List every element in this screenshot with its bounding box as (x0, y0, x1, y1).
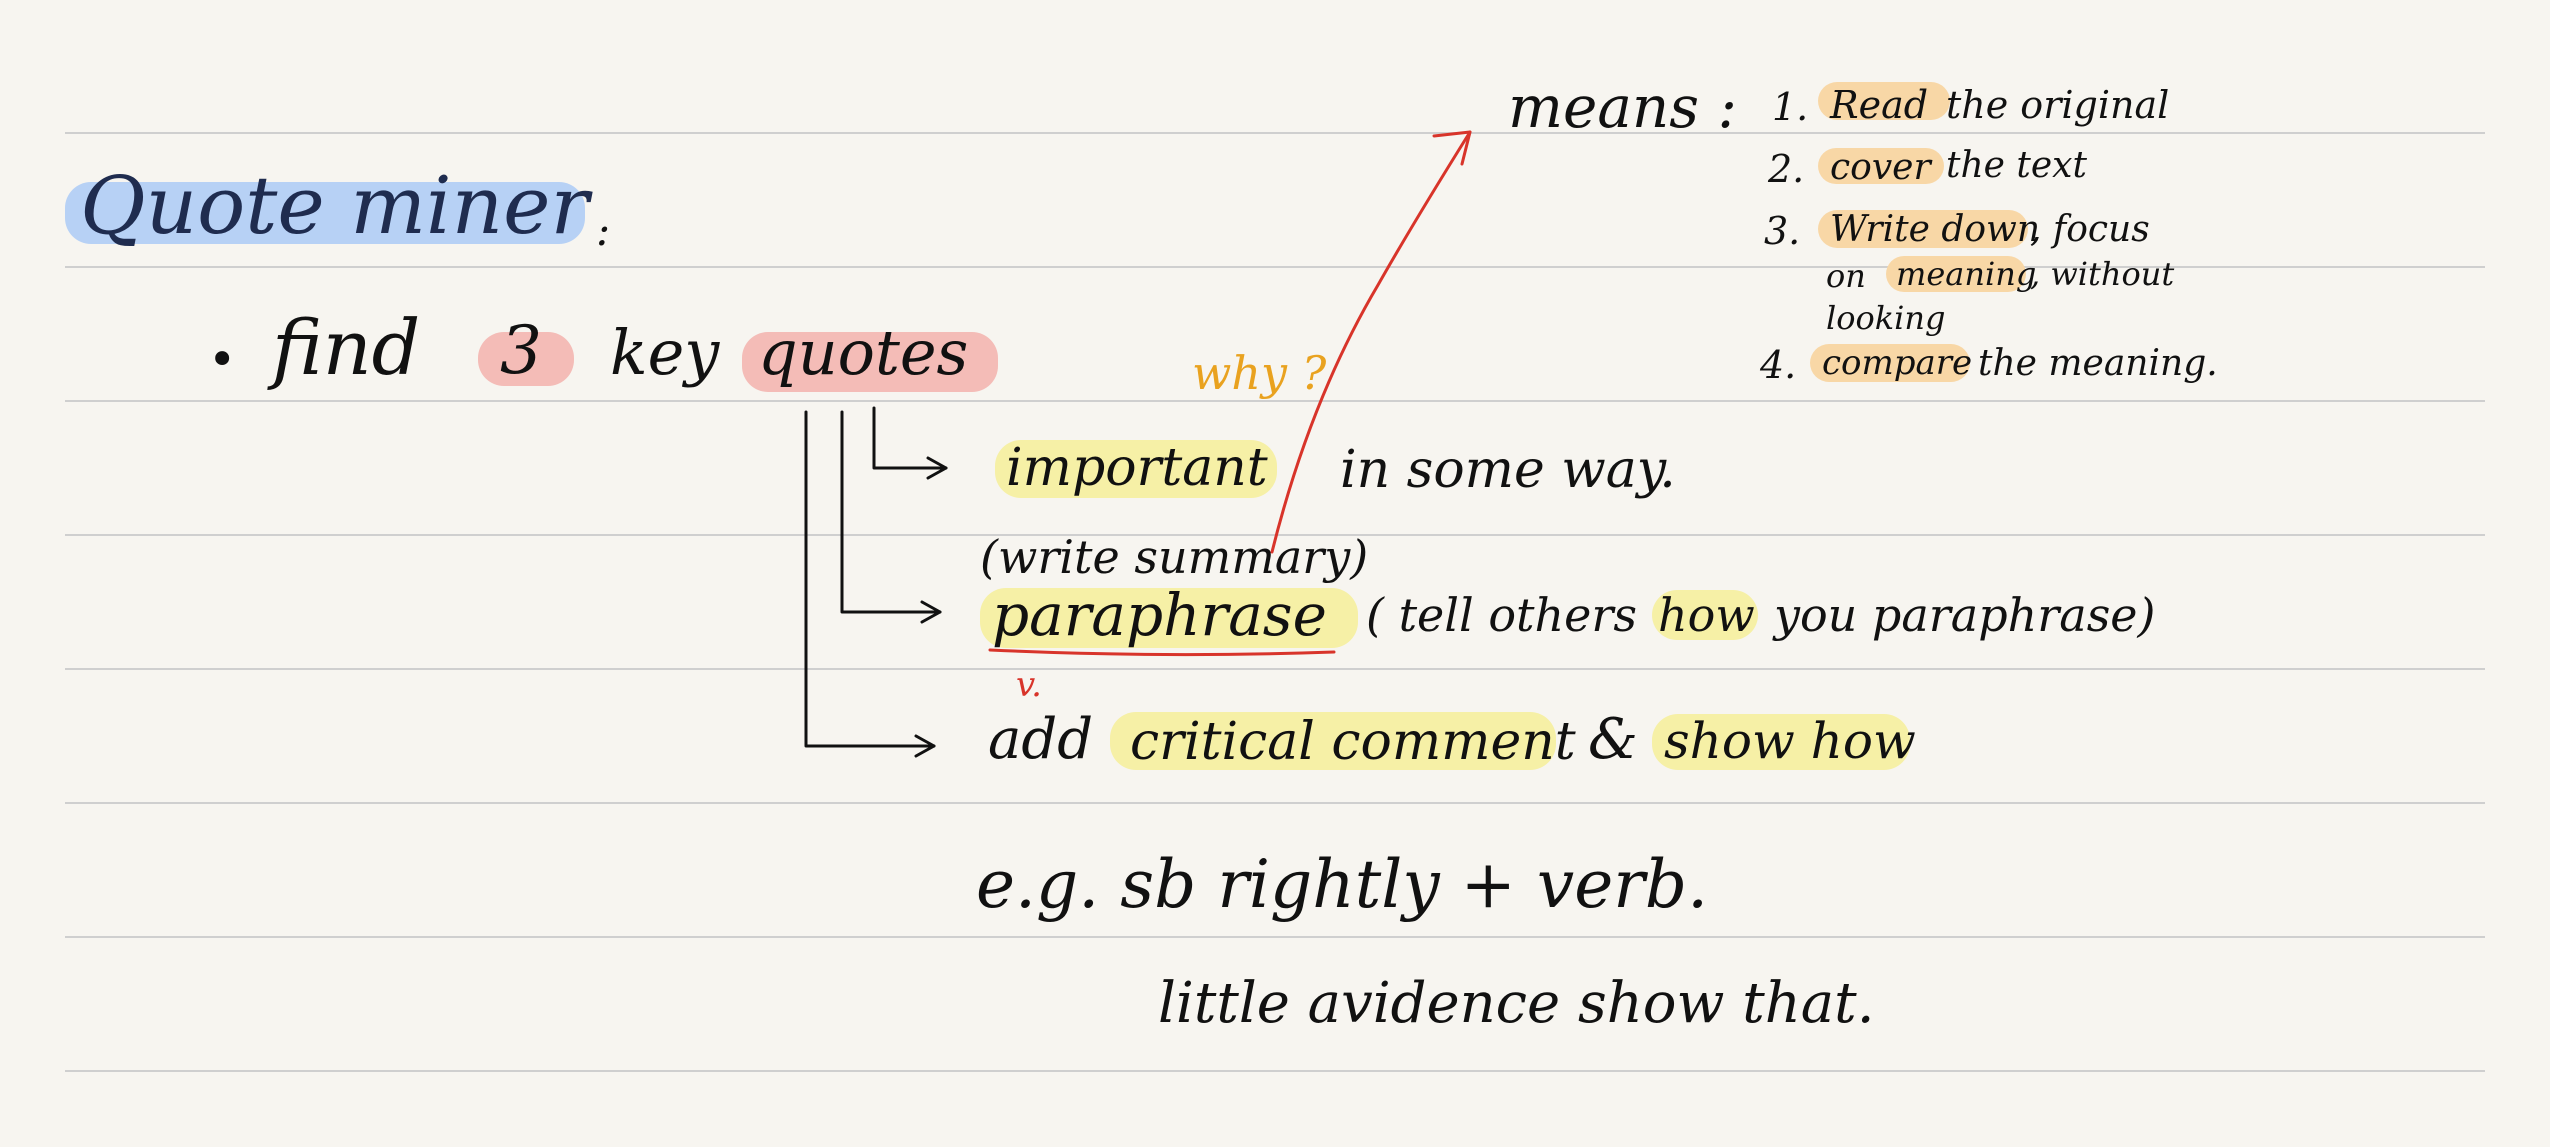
cover-highlight (1818, 148, 1944, 184)
critical-comment-highlight (1110, 712, 1556, 770)
page-title: Quote miner (80, 159, 589, 252)
means-step-3-looking: looking (1826, 299, 1946, 337)
means-step-2-key: cover (1830, 147, 1931, 188)
show-how-highlight (1652, 714, 1910, 770)
critical-comment-text: critical comment (1130, 712, 1576, 772)
bracket-lines (804, 406, 948, 758)
why-question: why ? (1192, 346, 1327, 400)
ruled-line (65, 132, 2485, 134)
paraphrase-underline (988, 648, 1336, 657)
arrow-critical (914, 734, 936, 758)
important-highlight (995, 440, 1277, 498)
paraphrase-note-how: how (1658, 588, 1755, 642)
example-line-1: e.g. sb rightly + verb. (976, 846, 1709, 923)
means-step-3-meaning: meaning (1896, 255, 2037, 293)
find-word: find (272, 303, 421, 392)
paraphrase-note-a: ( tell others (1366, 588, 1637, 642)
compare-highlight (1810, 344, 1970, 382)
bullet-dot: • (208, 332, 237, 388)
means-step-2-rest: the text (1946, 145, 2087, 186)
ruled-line (65, 936, 2485, 938)
ruled-line (65, 802, 2485, 804)
write-summary-note: (write summary) (980, 530, 1369, 584)
means-step-3-on: on (1826, 257, 1866, 295)
read-highlight (1818, 82, 1950, 120)
means-step-4-key: compare (1822, 343, 1973, 383)
write-down-highlight (1818, 210, 2028, 248)
how-highlight (1652, 590, 1758, 640)
means-step-3-key: Write down (1830, 209, 2041, 250)
title-highlight (65, 182, 585, 244)
ruled-line (65, 1070, 2485, 1072)
important-rest: in some way. (1340, 440, 1676, 500)
means-arrow (1270, 130, 1472, 554)
quotes-highlight (742, 332, 998, 392)
ruled-line (65, 668, 2485, 670)
means-step-1-key: Read (1830, 83, 1929, 127)
means-step-3-rest: , focus (2030, 209, 2150, 250)
means-step-1-number: 1. (1772, 85, 1809, 129)
show-how-text: show how (1664, 712, 1916, 770)
example-line-2: little avidence show that. (1158, 971, 1875, 1036)
means-step-1-rest: the original (1946, 83, 2170, 127)
arrow-paraphrase (920, 600, 942, 624)
means-label: means : (1508, 73, 1737, 141)
ampersand: & (1588, 707, 1638, 772)
arrow-important (926, 456, 948, 480)
connector-important (872, 406, 948, 470)
verb-mark: v. (1016, 665, 1042, 705)
quotes-word: quotes (758, 316, 969, 389)
paraphrase-note-b: you paraphrase) (1774, 588, 2156, 642)
means-arrowhead (1432, 130, 1472, 166)
quote-count: 3 (500, 312, 542, 389)
number-highlight (478, 332, 574, 386)
means-step-3-without: , without (2030, 255, 2175, 293)
key-word: key (610, 316, 720, 389)
important-word: important (1006, 438, 1268, 498)
connector-critical (804, 410, 936, 748)
means-step-2-number: 2. (1768, 147, 1805, 191)
paraphrase-word: paraphrase (992, 581, 1327, 649)
connector-paraphrase (840, 410, 942, 614)
meaning-highlight (1886, 256, 2026, 292)
means-step-4-rest: the meaning. (1978, 343, 2218, 384)
means-step-4-number: 4. (1760, 343, 1797, 387)
add-word: add (988, 707, 1094, 772)
title-colon: : (596, 206, 611, 255)
means-step-3-number: 3. (1764, 209, 1801, 253)
paraphrase-highlight (980, 588, 1358, 648)
ruled-line (65, 400, 2485, 402)
ruled-line (65, 266, 2485, 268)
